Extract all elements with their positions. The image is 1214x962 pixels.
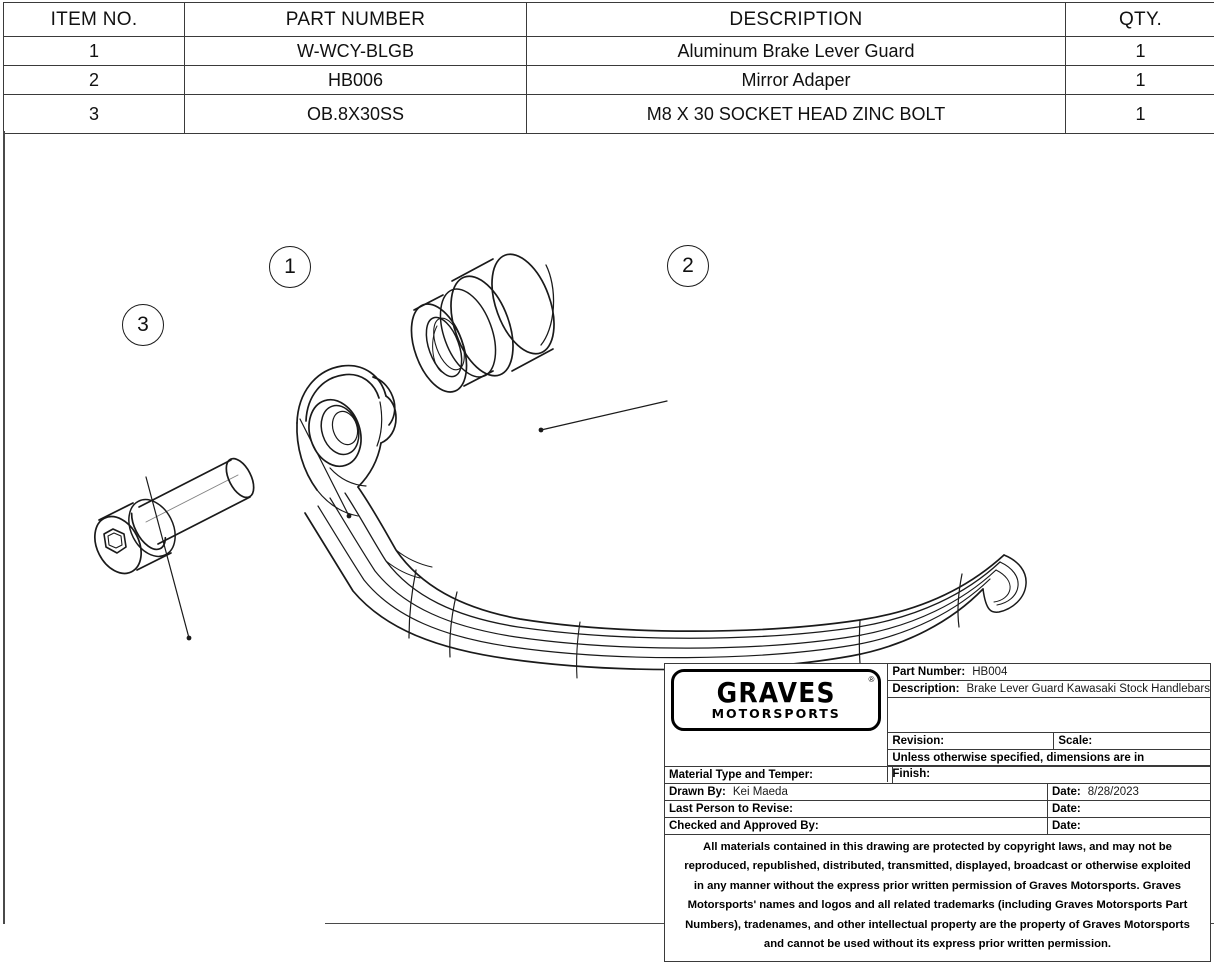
- bill-of-materials-table: ITEM NO. PART NUMBER DESCRIPTION QTY. 1 …: [3, 2, 1214, 134]
- cell-qty: 1: [1066, 66, 1214, 95]
- copyright-notice: All materials contained in this drawing …: [665, 834, 1210, 961]
- cell-description: Aluminum Brake Lever Guard: [527, 37, 1066, 66]
- column-header-item-no: ITEM NO.: [4, 3, 185, 37]
- title-block-fields: Part Number: HB004 Description: Brake Le…: [888, 664, 1210, 782]
- cell-description: M8 X 30 SOCKET HEAD ZINC BOLT: [527, 95, 1066, 134]
- cell-description: Mirror Adaper: [527, 66, 1066, 95]
- label-drawn-date: Date:: [1052, 786, 1081, 798]
- logo-subtitle-text: MOTORSPORTS: [712, 708, 841, 721]
- registered-trademark-icon: ®: [868, 675, 874, 684]
- drawing-sheet: ITEM NO. PART NUMBER DESCRIPTION QTY. 1 …: [0, 0, 1214, 926]
- exploded-assembly-drawing: [0, 130, 1214, 700]
- field-drawn-by: Drawn By: Kei Maeda: [665, 784, 1048, 800]
- column-header-qty: QTY.: [1066, 3, 1214, 37]
- field-last-revised-date: Date:: [1048, 801, 1210, 817]
- column-header-description: DESCRIPTION: [527, 3, 1066, 37]
- field-checked-date: Date:: [1048, 818, 1210, 834]
- logo-brand-text: GRAVES: [717, 678, 836, 706]
- label-checked-date: Date:: [1052, 820, 1081, 832]
- title-block-upper: GRAVES MOTORSPORTS ® Part Number: HB004 …: [665, 664, 1210, 782]
- text-units-note: Unless otherwise specified, dimensions a…: [892, 752, 1144, 764]
- cell-part-number: W-WCY-BLGB: [185, 37, 527, 66]
- table-row: 2 HB006 Mirror Adaper 1: [4, 66, 1214, 95]
- field-scale: Scale:: [1054, 733, 1210, 749]
- value-description: Brake Lever Guard Kawasaki Stock Handleb…: [966, 683, 1210, 695]
- row-drawn-by: Drawn By: Kei Maeda Date: 8/28/2023: [665, 783, 1210, 800]
- graves-motorsports-logo: GRAVES MOTORSPORTS ®: [671, 669, 881, 731]
- balloon-callout-3: 3: [122, 304, 164, 346]
- leader-lines: [146, 401, 667, 640]
- field-part-number: Part Number: HB004: [888, 664, 1210, 681]
- row-checked-approved: Checked and Approved By: Date:: [665, 817, 1210, 834]
- cell-item-no: 3: [4, 95, 185, 134]
- field-description: Description: Brake Lever Guard Kawasaki …: [888, 681, 1210, 698]
- table-row: 3 OB.8X30SS M8 X 30 SOCKET HEAD ZINC BOL…: [4, 95, 1214, 134]
- cell-item-no: 2: [4, 66, 185, 95]
- label-scale: Scale:: [1058, 735, 1092, 747]
- column-header-part-number: PART NUMBER: [185, 3, 527, 37]
- cell-part-number: OB.8X30SS: [185, 95, 527, 134]
- label-last-revised-date: Date:: [1052, 803, 1081, 815]
- title-block-logo-cell: GRAVES MOTORSPORTS ®: [665, 664, 888, 782]
- field-units-note: Unless otherwise specified, dimensions a…: [888, 750, 1210, 766]
- label-checked-approved-by: Checked and Approved By:: [669, 820, 819, 832]
- title-block: GRAVES MOTORSPORTS ® Part Number: HB004 …: [664, 663, 1211, 962]
- field-revision: Revision:: [888, 733, 1054, 749]
- balloon-callout-2: 2: [667, 245, 709, 287]
- field-checked-approved-by: Checked and Approved By:: [665, 818, 1048, 834]
- field-revision-scale: Revision: Scale:: [888, 733, 1210, 750]
- label-drawn-by: Drawn By:: [669, 786, 726, 798]
- cell-qty: 1: [1066, 95, 1214, 134]
- label-description: Description:: [892, 683, 959, 695]
- value-drawn-date: 8/28/2023: [1088, 786, 1139, 798]
- mirror-adapter-geometry: [401, 236, 566, 399]
- field-material-spacer: [893, 767, 1210, 783]
- label-last-revised-by: Last Person to Revise:: [669, 803, 793, 815]
- socket-head-bolt-geometry: [86, 454, 260, 581]
- brake-lever-guard-geometry: [297, 366, 1026, 678]
- cell-item-no: 1: [4, 37, 185, 66]
- field-material-type: Material Type and Temper:: [665, 767, 893, 783]
- value-part-number: HB004: [972, 666, 1007, 678]
- cell-qty: 1: [1066, 37, 1214, 66]
- leader-line-2: [541, 401, 667, 430]
- leader-line-1: [300, 419, 349, 516]
- balloon-callout-1: 1: [269, 246, 311, 288]
- label-part-number: Part Number:: [892, 666, 965, 678]
- field-last-revised-by: Last Person to Revise:: [665, 801, 1048, 817]
- row-material-type: Material Type and Temper:: [665, 766, 1210, 783]
- table-header-row: ITEM NO. PART NUMBER DESCRIPTION QTY.: [4, 3, 1214, 37]
- field-drawn-date: Date: 8/28/2023: [1048, 784, 1210, 800]
- leader-line-3: [146, 477, 189, 638]
- label-revision: Revision:: [892, 735, 944, 747]
- value-drawn-by: Kei Maeda: [733, 786, 788, 798]
- table-row: 1 W-WCY-BLGB Aluminum Brake Lever Guard …: [4, 37, 1214, 66]
- label-material-type: Material Type and Temper:: [669, 769, 813, 781]
- cell-part-number: HB006: [185, 66, 527, 95]
- row-last-revised: Last Person to Revise: Date:: [665, 800, 1210, 817]
- field-blank-area: [888, 698, 1210, 733]
